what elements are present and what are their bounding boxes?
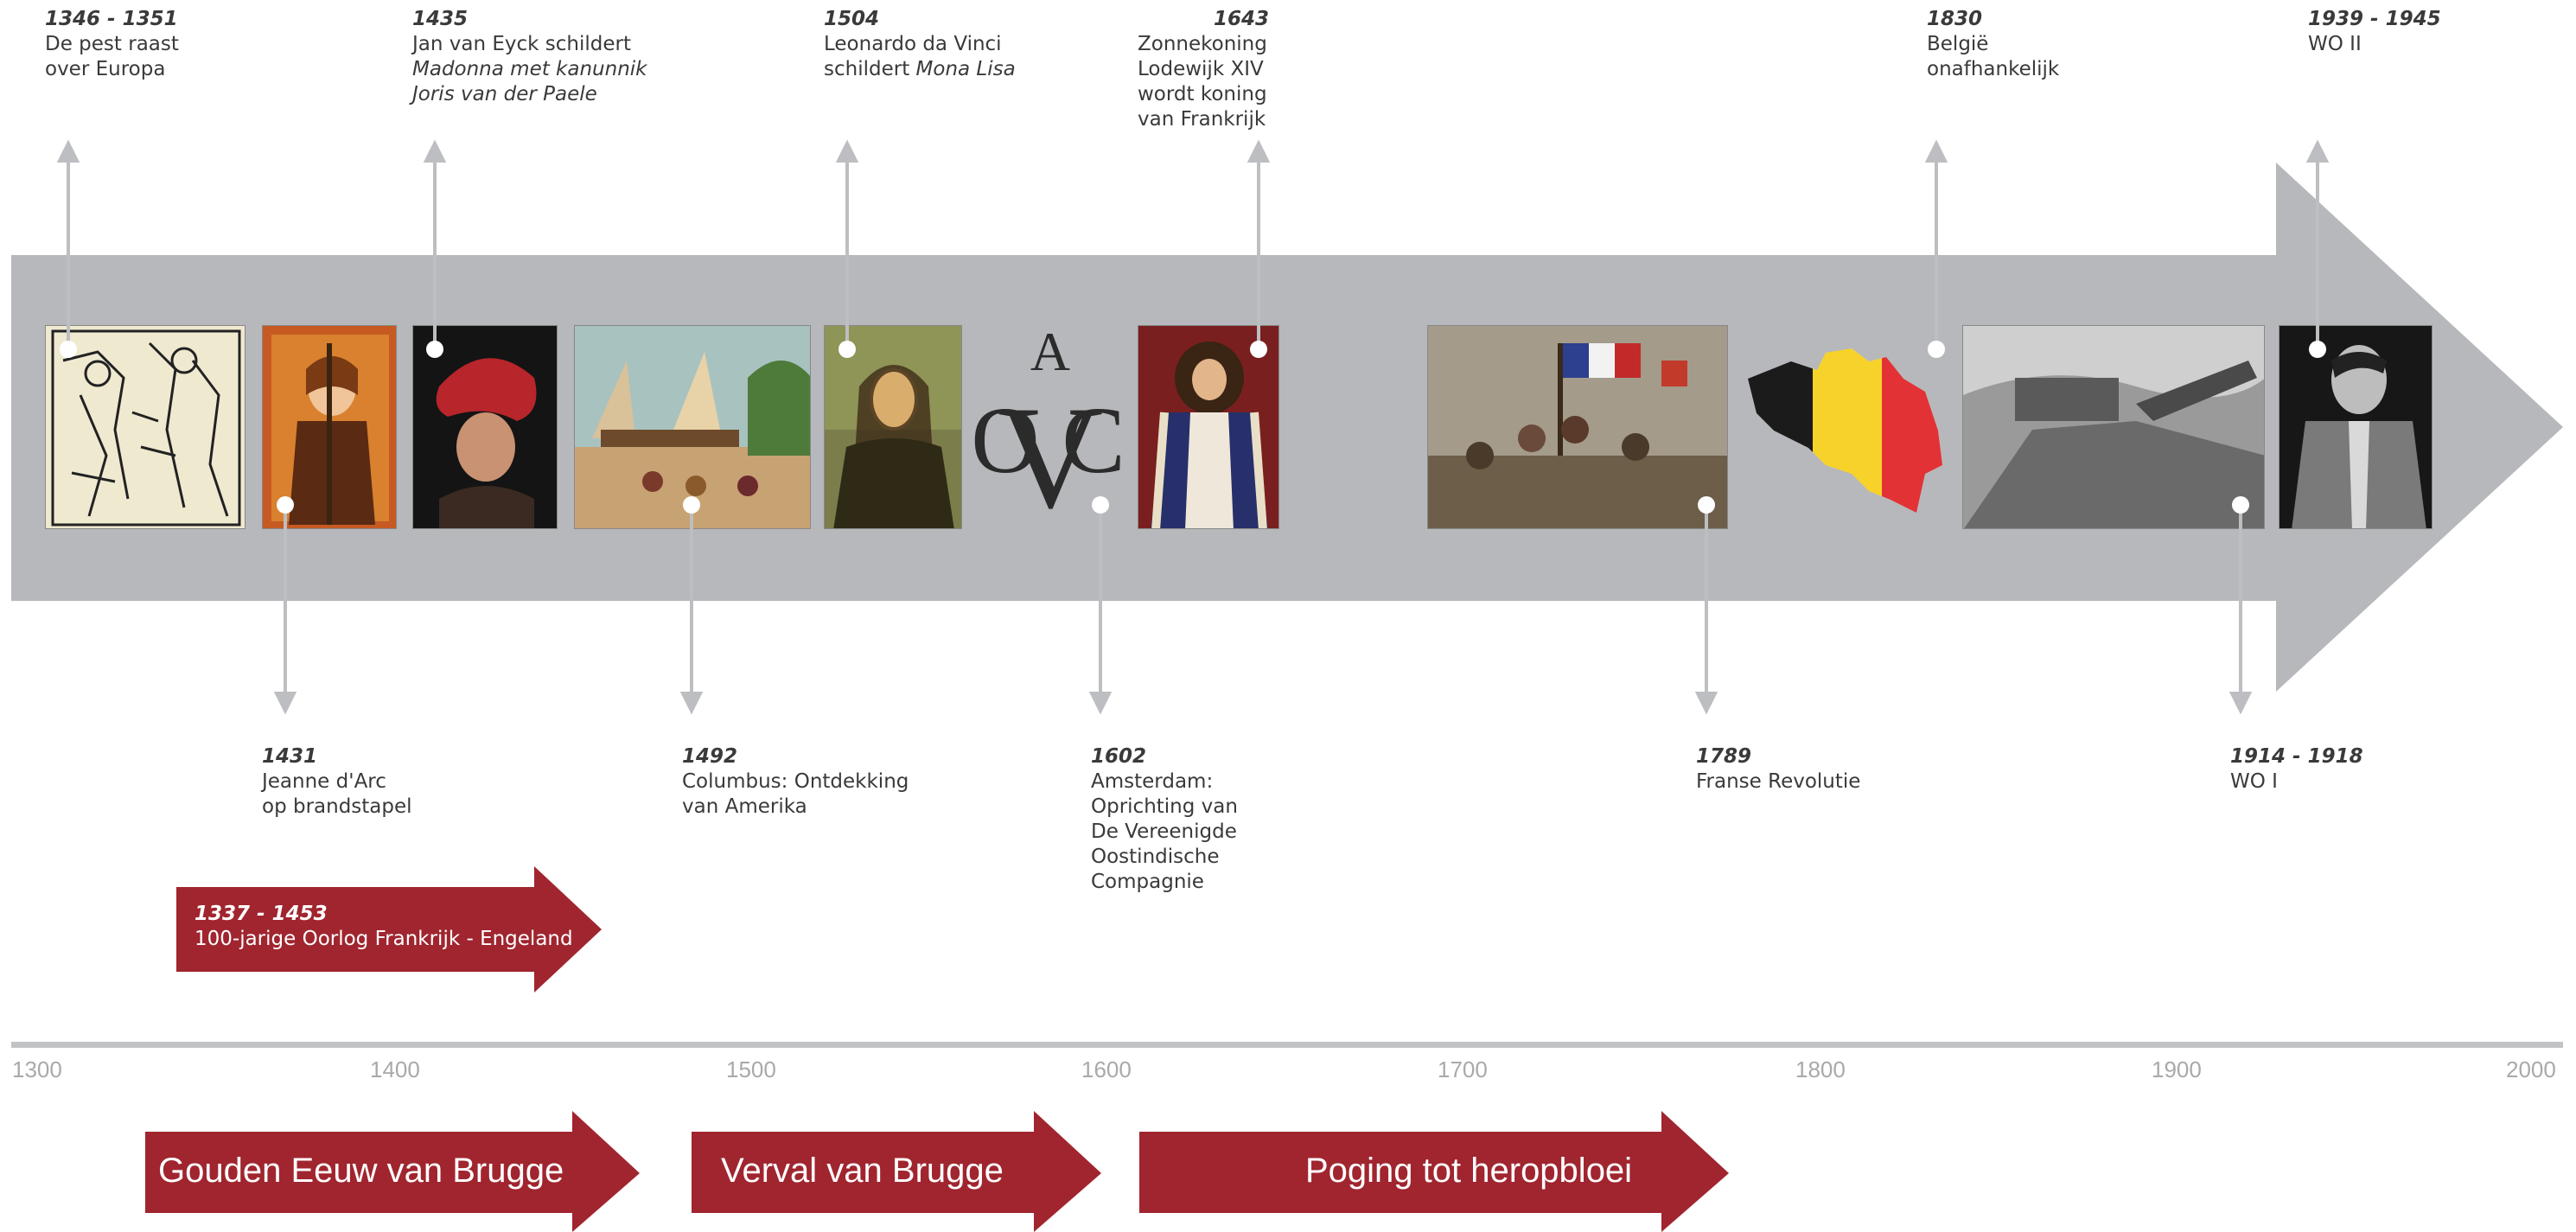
axis-tick-1600: 1600 (1081, 1056, 1132, 1082)
period-label-heropbloei: Poging tot heropbloei (1305, 1152, 1633, 1190)
event-label-1643: 1643 Zonnekoning Lodewijk XIV wordt koni… (1138, 8, 1269, 131)
axis-tick-1700: 1700 (1438, 1056, 1488, 1082)
event-label-1602: 1602 Amsterdam: Oprichting van De Vereen… (1091, 745, 1238, 893)
axis-tick-1900: 1900 (2152, 1056, 2202, 1082)
dance-of-death-woodcut-image (45, 325, 245, 529)
period-arrow-3 (1139, 1111, 1729, 1232)
axis-tick-1300: 1300 (12, 1056, 62, 1082)
louis-xiv-portrait-image (1138, 325, 1279, 529)
french-revolution-painting-image (1427, 325, 1728, 529)
axis-tick-1500: 1500 (726, 1056, 776, 1082)
event-label-1431: 1431 Jeanne d'Arc op brandstapel (262, 745, 412, 818)
timeline-arrow (11, 163, 2563, 692)
event-label-1435: 1435 Jan van Eyck schildert Madonna met … (412, 8, 647, 105)
period-arrow-2 (692, 1111, 1101, 1232)
period-arrow-1 (145, 1111, 640, 1232)
period-arrows (145, 1111, 1729, 1232)
event-label-1504: 1504 Leonardo da Vinci schildert Mona Li… (824, 8, 1016, 80)
event-label-1492: 1492 Columbus: Ontdekking van Amerika (682, 745, 909, 818)
axis-tick-1400: 1400 (370, 1056, 420, 1082)
period-label-verval: Verval van Brugge (721, 1152, 1004, 1190)
axis-tick-1800: 1800 (1795, 1056, 1846, 1082)
event-label-1830: 1830 België onafhankelijk (1927, 8, 2060, 80)
event-label-1914: 1914 - 1918 WO I (2230, 745, 2363, 793)
war-label: 1337 - 1453 100-jarige Oorlog Frankrijk … (194, 903, 573, 950)
mona-lisa-image (824, 325, 962, 529)
period-label-gouden-eeuw: Gouden Eeuw van Brugge (158, 1152, 564, 1190)
ww2-portrait-image (2279, 325, 2433, 529)
voc-letter-a: A (1030, 325, 1070, 382)
van-eyck-portrait-image (412, 325, 558, 529)
voc-letter-c: C (1062, 387, 1125, 493)
columbus-landing-image (574, 325, 811, 529)
ww1-trench-photo-image (1962, 325, 2265, 529)
axis-tick-2000: 2000 (2506, 1056, 2556, 1082)
voc-logo-image: A V O C (972, 325, 1125, 533)
voc-letter-v: V (998, 376, 1104, 533)
axis-line (11, 1042, 2563, 1048)
belgium-flag-map-image (1748, 348, 1942, 513)
war-arrow (176, 866, 602, 993)
event-label-1346: 1346 - 1351 De pest raast over Europa (45, 8, 179, 80)
jeanne-darc-image (262, 325, 397, 529)
voc-letter-o: O (972, 387, 1040, 493)
event-label-1939: 1939 - 1945 WO II (2308, 8, 2441, 55)
event-label-1789: 1789 Franse Revolutie (1696, 745, 1861, 793)
